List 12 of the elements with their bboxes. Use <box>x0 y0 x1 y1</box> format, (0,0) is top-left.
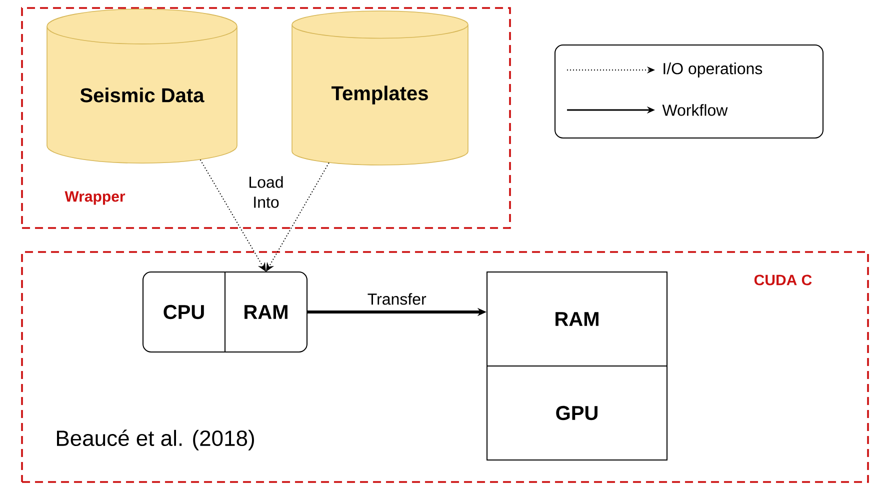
citation-text: Beaucé et al. (2018) <box>57 430 254 450</box>
note-text: Load Into <box>239 175 293 209</box>
cpu-cell: CPU <box>164 304 204 320</box>
memory-box <box>142 272 308 352</box>
gpu-box: GPU <box>486 366 668 460</box>
database-cylinder: Templates <box>292 10 468 166</box>
ram-box: RAM <box>486 272 668 366</box>
edge-label: Transfer <box>366 292 428 306</box>
database-cylinder: Seismic Data <box>46 8 238 164</box>
legend-text: Workflow <box>662 104 728 116</box>
legend-text: I/O operations <box>664 62 762 78</box>
ram-cell: RAM <box>244 305 288 319</box>
